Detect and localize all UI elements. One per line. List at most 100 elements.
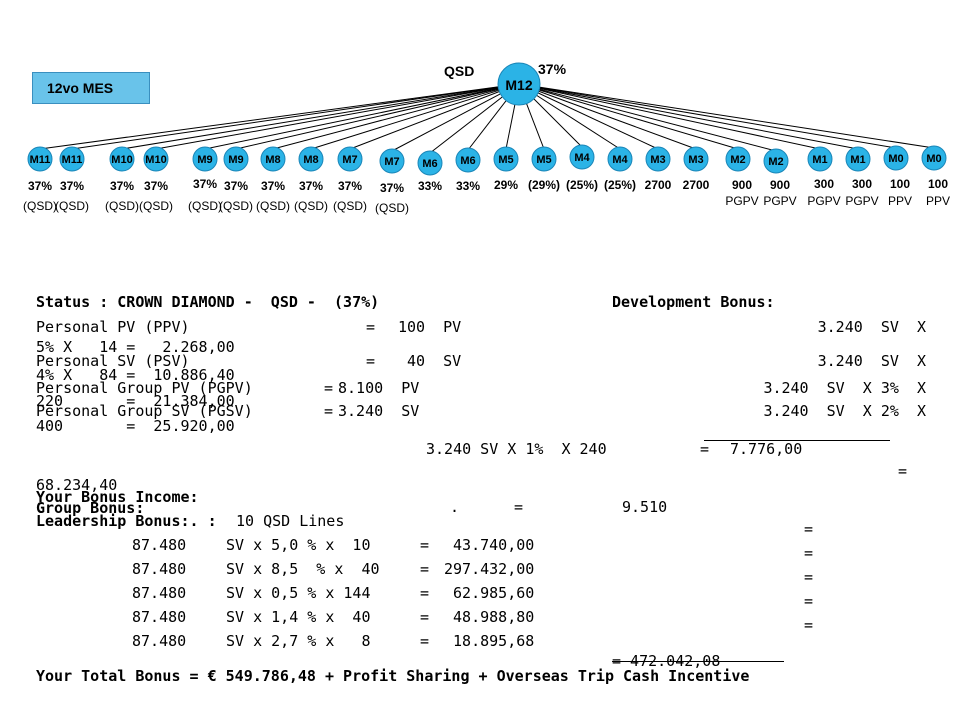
tree-node-circle[interactable] <box>569 144 595 170</box>
pgpv-label: Personal Group PV (PGPV) <box>36 379 253 397</box>
tree-node-pct: 37% <box>193 177 217 191</box>
tree-node-circle[interactable] <box>725 146 751 172</box>
lr-value-4: 18.895,68 <box>444 632 535 650</box>
tree-node-label: M11 <box>30 154 51 166</box>
lr-value-1: 297.432,00 <box>444 560 535 578</box>
tree-node-circle[interactable] <box>763 148 789 174</box>
top-node-circle[interactable] <box>497 62 541 106</box>
tree-connector <box>518 83 659 150</box>
tree-node-circle[interactable] <box>607 146 633 172</box>
pgsv-eq: = <box>324 402 334 420</box>
tree-node-pct: 900 <box>770 178 790 192</box>
tree-node-pct: 37% <box>144 179 168 193</box>
tree-node-sub: PGPV <box>807 194 840 208</box>
tree-node-pct: 37% <box>380 181 404 195</box>
bonus-income-heading: Your Bonus Income: <box>36 488 199 506</box>
tree-node-circle[interactable] <box>337 146 363 172</box>
top-node-label: M12 <box>505 77 532 93</box>
tree-node-pct: 33% <box>456 179 480 193</box>
tree-node-circle[interactable] <box>109 146 135 172</box>
lr-eq2-1: = <box>804 544 814 562</box>
dev-divider <box>704 440 890 441</box>
tree-node-pct: 37% <box>60 179 84 193</box>
lr-formula-0: SV x 5,0 % x 10 <box>226 536 371 554</box>
tree-node-circle[interactable] <box>455 147 481 173</box>
tree-node-circle[interactable] <box>260 146 286 172</box>
tree-node-label: M5 <box>536 154 551 166</box>
dev-total-eq: = <box>898 462 908 480</box>
tree-node-sub: (QSD) <box>55 199 89 213</box>
lr-formula-2: SV x 0,5 % x 144 <box>226 584 371 602</box>
pgpv-calc: 3.240 SV X 3% X <box>763 379 926 397</box>
tree-node-sub: (QSD) <box>23 199 57 213</box>
lr-eq-4: = <box>420 632 430 650</box>
tree-node-circle[interactable] <box>921 145 947 171</box>
leadership-bonus-lines: 10 QSD Lines <box>236 512 345 530</box>
tree-node-circle[interactable] <box>298 146 324 172</box>
ppv-label: Personal PV (PPV) <box>36 318 190 336</box>
lr-formula-4: SV x 2,7 % x 8 <box>226 632 371 650</box>
tree-connector <box>121 83 520 150</box>
group-bonus-dot: . <box>450 498 460 516</box>
tree-node-label: M8 <box>303 154 318 166</box>
tree-node-circle[interactable] <box>683 146 709 172</box>
psv-eq: = <box>366 352 376 370</box>
tree-node-sub: (QSD) <box>139 199 173 213</box>
tree-node-label: M1 <box>812 154 827 166</box>
lr-eq-2: = <box>420 584 430 602</box>
tree-connector <box>155 83 520 150</box>
tree-node-circle[interactable] <box>143 146 169 172</box>
psv-label: Personal SV (PSV) <box>36 352 190 370</box>
tree-node-label: M7 <box>342 154 357 166</box>
month-label-box: 12vo MES <box>32 72 150 104</box>
tree-node-sub: (QSD) <box>105 199 139 213</box>
tree-node-circle[interactable] <box>493 146 519 172</box>
tree-node-circle[interactable] <box>845 146 871 172</box>
tree-node-circle[interactable] <box>223 146 249 172</box>
tree-node-circle[interactable] <box>883 145 909 171</box>
tree-node-circle[interactable] <box>379 148 405 174</box>
tree-node-pct: 37% <box>299 179 323 193</box>
tree-node-label: M7 <box>384 156 399 168</box>
lr-sv-2: 87.480 <box>132 584 187 602</box>
pgpv-value: 8.100 PV <box>338 379 420 397</box>
tree-node-circle[interactable] <box>192 146 218 172</box>
lr-sv-1: 87.480 <box>132 560 187 578</box>
group-bonus-value: 9.510 <box>622 498 668 516</box>
dev-last-calc: 3.240 SV X 1% X 240 <box>426 440 607 458</box>
dev-last-eq: = <box>700 440 710 458</box>
tree-node-circle[interactable] <box>417 150 443 176</box>
tree-connector <box>39 83 520 150</box>
lr-eq2-3: = <box>804 592 814 610</box>
tree-node-circle[interactable] <box>645 146 671 172</box>
development-bonus-label: Development Bonus: <box>612 293 775 311</box>
lr-sv-3: 87.480 <box>132 608 187 626</box>
lr-formula-1: SV x 8,5 % x 40 <box>226 560 380 578</box>
tree-node-pct: 100 <box>890 177 910 191</box>
tree-node-circle[interactable] <box>807 146 833 172</box>
tree-connector <box>518 83 697 150</box>
lr-value-0: 43.740,00 <box>444 536 535 554</box>
tree-node-circle[interactable] <box>27 146 53 172</box>
tree-node-pct: 37% <box>224 179 248 193</box>
tree-node-sub: PPV <box>888 194 912 208</box>
tree-node-sub: (QSD) <box>375 201 409 215</box>
tree-connector <box>518 83 739 150</box>
tree-connector <box>518 83 821 150</box>
tree-node-label: M0 <box>888 153 903 165</box>
tree-node-label: M3 <box>650 154 665 166</box>
tree-node-pct: 33% <box>418 179 442 193</box>
tree-node-pct: 37% <box>110 179 134 193</box>
pgsv-label: Personal Group SV (PGSV) <box>36 402 253 420</box>
tree-node-pct: (25%) <box>604 178 636 192</box>
tree-node-label: M2 <box>730 154 745 166</box>
pgsv-calc: 3.240 SV X 2% X <box>763 402 926 420</box>
tree-node-circle[interactable] <box>59 146 85 172</box>
tree-node-circle[interactable] <box>531 146 557 172</box>
dev-last-value: 7.776,00 <box>730 440 803 458</box>
tree-connector <box>310 83 520 150</box>
lr-sv-0: 87.480 <box>132 536 187 554</box>
lr-eq2-4: = <box>804 616 814 634</box>
group-bonus-label: Group Bonus: <box>36 499 145 517</box>
